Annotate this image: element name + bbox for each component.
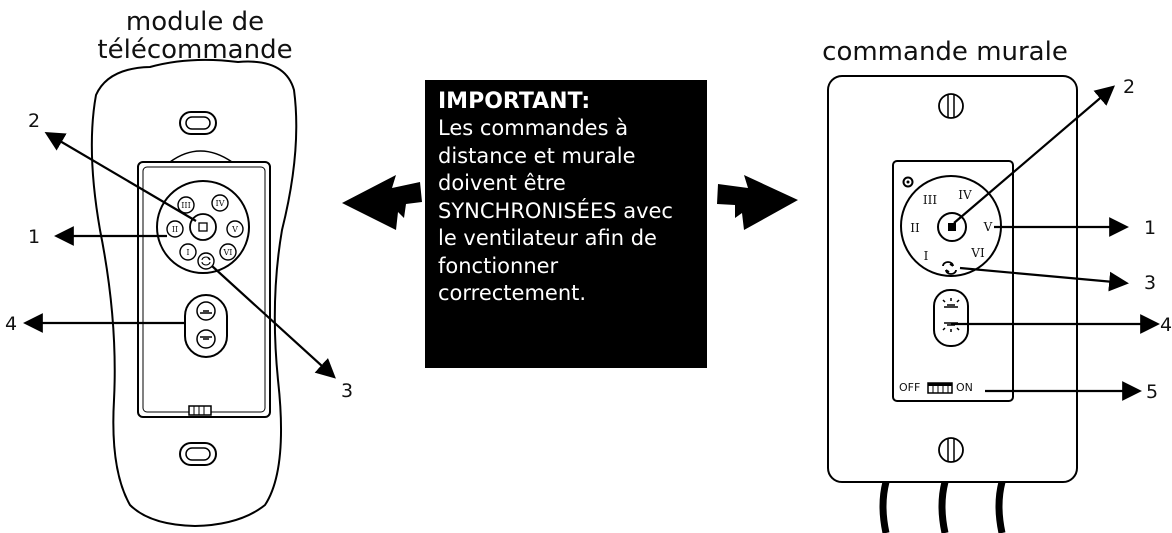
sync-arrow-left [342,175,422,230]
wall-control-title: commande murale [810,38,1080,66]
important-notice: IMPORTANT: Les commandes à distance et m… [425,80,707,368]
remote-speed-label-iv: IV [216,199,225,208]
light-down-icon [200,336,212,340]
remote-title-text: module de télécommande [97,7,293,65]
wall-speed-label-iv: IV [958,188,972,202]
remote-reverse-button[interactable] [197,252,215,270]
remote-speed-label-iii: III [181,201,190,210]
top-screw [938,93,964,119]
important-heading: IMPORTANT: [438,89,591,114]
remote-speed-label-v: V [231,225,238,234]
wall-speed-label-i: I [924,249,929,263]
wall-callout-2: 2 [1123,76,1135,98]
switch-on-label: ON [956,381,973,394]
switch-off-label: OFF [899,381,920,394]
wall-callout-4: 4 [1160,314,1172,336]
remote-control: III IV II V I VI [90,58,298,528]
light-up-icon [200,310,212,314]
remote-speed-button-vi[interactable] [219,243,237,261]
wall-speed-label-ii: II [910,221,920,235]
sync-arrows [342,175,798,230]
wall-callouts: 2 1 3 4 5 [951,76,1172,403]
wall-control: III IV II V I VI OFF ON [827,75,1078,533]
wall-wires [879,481,1006,533]
wall-callout-3: 3 [1144,272,1156,294]
remote-callouts: 2 1 3 4 [5,110,353,402]
bottom-screw [938,437,964,463]
sync-arrow-right [717,175,798,230]
remote-callout-1: 1 [28,226,40,248]
remote-callout-4: 4 [5,313,17,335]
remote-speed-button-ii[interactable] [166,220,184,238]
reverse-icon [201,256,211,266]
remote-light-rocker [184,294,228,358]
wall-reverse-icon[interactable] [942,261,957,275]
remote-switch [188,405,212,416]
remote-speed-label-i: I [186,248,189,257]
remote-speed-button-iv[interactable] [211,194,229,212]
wall-light-rocker[interactable] [933,289,969,347]
remote-callout-2: 2 [28,110,40,132]
remote-speed-label-ii: II [172,225,178,234]
wall-speed-label-vi: VI [970,246,985,260]
wall-speed-label-iii: III [923,193,937,207]
wall-light-up-icon [942,298,960,308]
wall-callout-1: 1 [1144,217,1156,239]
remote-title: module de télécommande [60,8,330,64]
wall-title-text: commande murale [822,37,1068,67]
remote-speed-button-v[interactable] [226,220,244,238]
remote-speed-button-iii[interactable] [177,196,195,214]
wall-callout-5: 5 [1146,381,1158,403]
important-text: Les commandes à distance et murale doive… [438,116,673,305]
remote-speed-button-i[interactable] [179,243,197,261]
remote-speed-buttons: III IV II V I VI [166,194,244,270]
wall-speed-label-v: V [983,220,993,234]
remote-callout-3: 3 [341,380,353,402]
remote-speed-label-vi: VI [223,248,233,257]
